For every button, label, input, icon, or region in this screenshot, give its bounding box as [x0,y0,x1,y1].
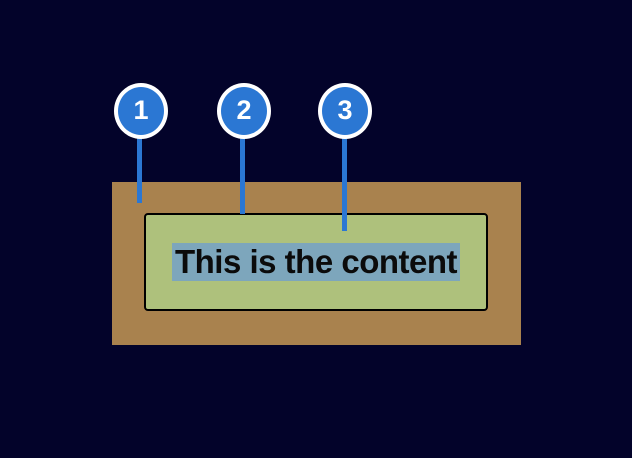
callout-1-leader-line [137,136,142,203]
content-text: This is the content [171,243,461,281]
callout-3-leader-line [342,136,347,231]
callout-3-number: 3 [337,94,353,125]
callout-1-number: 1 [133,94,149,125]
callout-3-badge: 3 [318,83,372,139]
callout-1-badge: 1 [114,83,168,139]
callout-2-leader-line [240,136,245,214]
padding-area-box: This is the content [144,213,488,311]
callout-2-number: 2 [236,94,252,125]
callout-2-badge: 2 [217,83,271,139]
